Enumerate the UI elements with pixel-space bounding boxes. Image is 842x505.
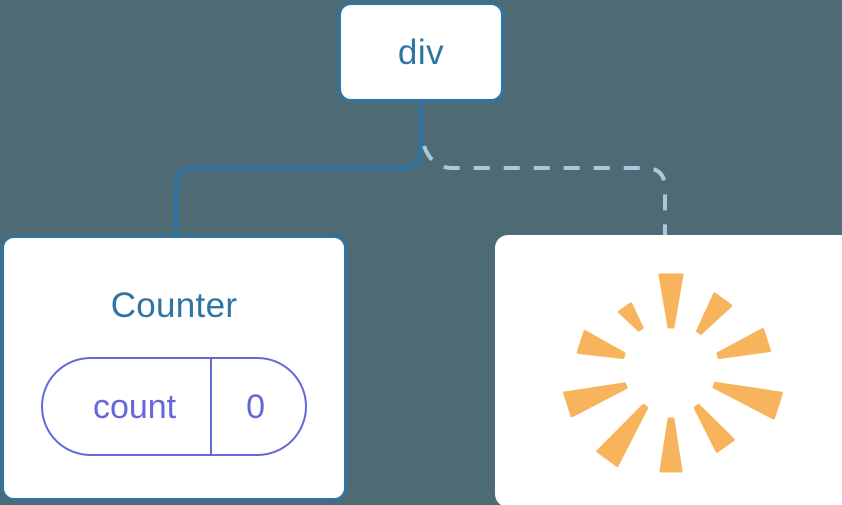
sparkle-burst-icon — [563, 273, 783, 473]
node-div-label: div — [397, 32, 445, 72]
spinner-ray-9 — [576, 330, 626, 359]
node-div[interactable]: div — [338, 2, 504, 102]
spinner-ray-3 — [716, 328, 771, 359]
spinner-ray-8 — [563, 382, 628, 418]
spinner-ray-6 — [659, 417, 683, 473]
spinner-ray-2 — [696, 292, 733, 335]
state-pill-key: count — [92, 387, 177, 426]
spinner-ray-5 — [693, 403, 735, 453]
node-counter-title: Counter — [110, 286, 238, 325]
state-pill-value: 0 — [210, 359, 305, 454]
spinner-ray-1 — [658, 273, 684, 329]
spinner-ray-7 — [596, 403, 649, 467]
node-loading[interactable] — [495, 235, 842, 505]
spinner-ray-10 — [618, 302, 644, 332]
spinner-ray-4 — [712, 381, 783, 420]
node-counter[interactable]: Counter count 0 — [1, 235, 347, 501]
state-pill-count[interactable]: count 0 — [40, 357, 308, 456]
edge-root-to-loading — [422, 145, 667, 236]
spinner-rays — [563, 273, 783, 473]
edge-root-to-counter — [174, 101, 423, 236]
